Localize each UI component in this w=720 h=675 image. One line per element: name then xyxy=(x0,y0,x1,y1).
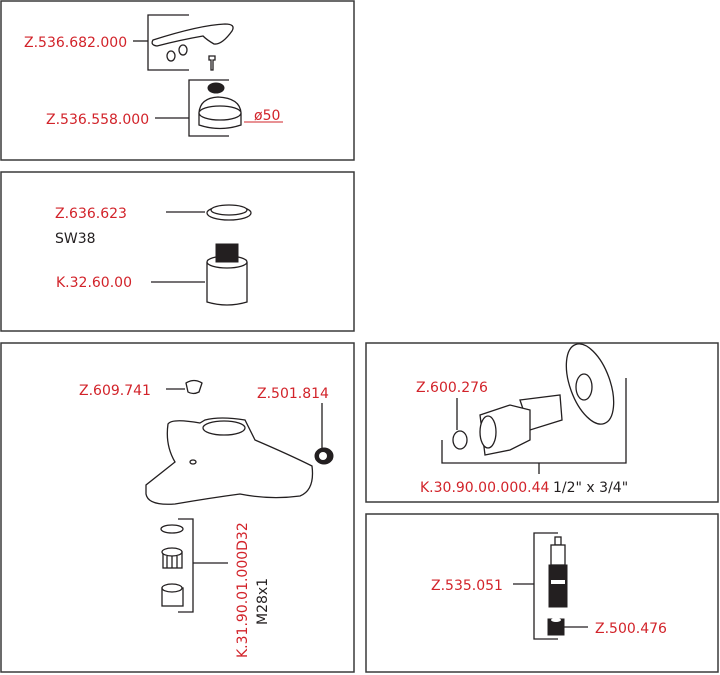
ring-icon xyxy=(206,204,252,221)
aerator-thread-label: M28x1 xyxy=(255,578,271,625)
washer-part-number: Z.600.276 xyxy=(416,380,488,396)
handle-panel: Z.536.682.000 Z.536.558.000 ø50 xyxy=(0,0,355,161)
insert-icon xyxy=(314,447,334,465)
aerator-parts-icon xyxy=(160,524,184,607)
valve-icon xyxy=(548,536,568,608)
mixer-body-icon xyxy=(145,417,314,505)
cartridge-panel: Z.636.623 SW38 K.32.60.00 xyxy=(0,171,355,332)
connector-panel: Z.600.276 K.30.90.00.000.44 1/2" x 3/4" xyxy=(365,342,719,503)
insert-part-number: Z.501.814 xyxy=(257,386,329,402)
plug-icon xyxy=(185,379,203,395)
ring-part-number: Z.636.623 xyxy=(55,206,127,222)
washer-icon xyxy=(452,430,468,450)
nut-icon xyxy=(547,618,565,636)
lever-part-number: Z.536.682.000 xyxy=(24,35,127,51)
cartridge-part-number: K.32.60.00 xyxy=(56,275,132,291)
connector-icon xyxy=(479,343,615,456)
lever-handle-icon xyxy=(151,23,234,71)
kit-size-label: 1/2" x 3/4" xyxy=(553,480,628,496)
cap-part-number: Z.536.558.000 xyxy=(46,112,149,128)
aerator-part-number: K.31.90.01.000D32 xyxy=(235,522,251,658)
valve-panel: Z.535.051 Z.500.476 xyxy=(365,513,719,673)
plug-part-number: Z.609.741 xyxy=(79,383,151,399)
body-panel: Z.609.741 Z.501.814 K.31.90.01.000D32 M2… xyxy=(0,342,355,673)
ring-size-label: SW38 xyxy=(55,231,96,247)
valve-part-number: Z.535.051 xyxy=(431,578,503,594)
kit-part-number: K.30.90.00.000.44 xyxy=(420,480,550,496)
cap-icon xyxy=(198,82,242,130)
cartridge-icon xyxy=(206,243,248,306)
nut-part-number: Z.500.476 xyxy=(595,621,667,637)
cap-diameter-label: ø50 xyxy=(254,108,280,124)
